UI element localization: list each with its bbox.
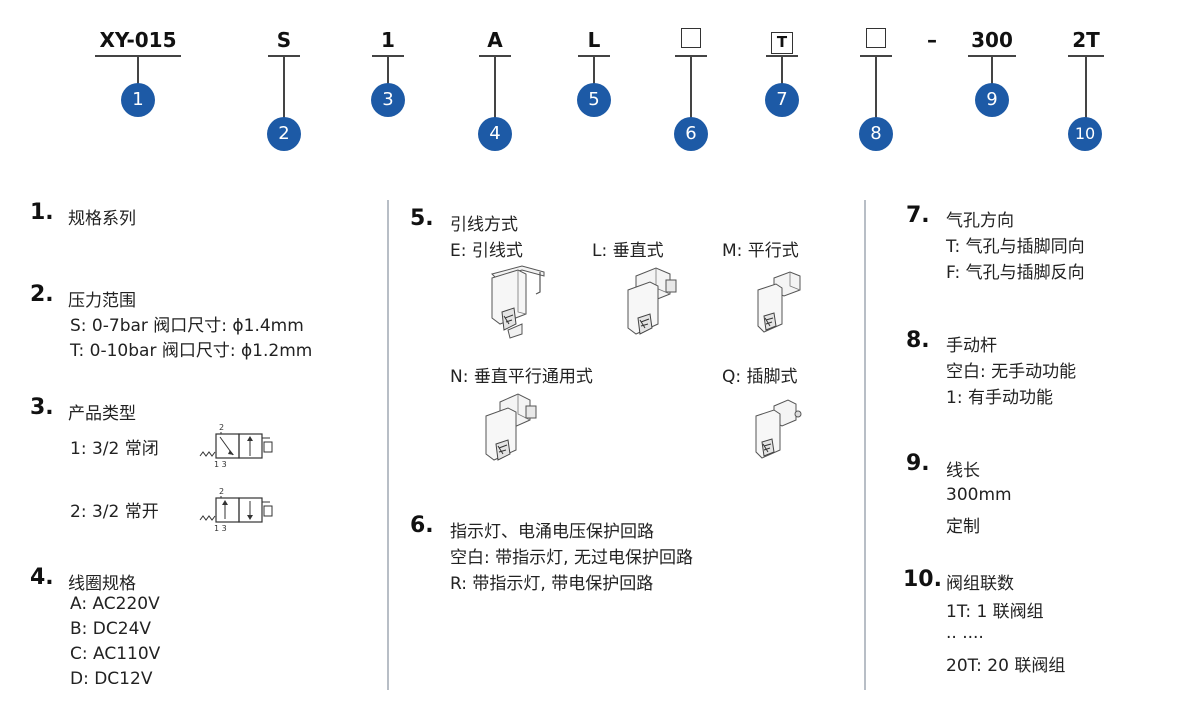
section-1-number: 1. (30, 200, 54, 225)
marker-3: 3 (371, 83, 405, 117)
section-8-number: 8. (906, 328, 930, 353)
lead-option-l: L: 垂直式 (592, 241, 664, 261)
section-3-line-1: 1: 3/2 常闭 (70, 439, 159, 459)
code-pressure: S (276, 28, 292, 52)
connector-1 (137, 55, 139, 84)
lead-option-q: Q: 插脚式 (722, 367, 798, 387)
lead-option-e: E: 引线式 (450, 241, 523, 261)
section-6-title: 指示灯、电涌电压保护回路 (450, 522, 654, 542)
marker-7: 7 (765, 83, 799, 117)
section-9-number: 9. (906, 451, 930, 476)
lead-option-m: M: 平行式 (722, 241, 799, 261)
code-length: 300 (971, 28, 1013, 52)
symbol-port-2: 2 (219, 487, 224, 496)
valve-symbol-normally-open: 2 1 3 (198, 486, 278, 533)
connector-2 (283, 55, 285, 118)
marker-5: 5 (577, 83, 611, 117)
marker-2: 2 (267, 117, 301, 151)
section-8-line-1: 空白: 无手动功能 (946, 362, 1077, 382)
symbol-port-2: 2 (219, 423, 224, 432)
divider-left (387, 200, 389, 690)
section-7-line-2: F: 气孔与插脚反向 (946, 263, 1085, 283)
section-3-title: 产品类型 (68, 404, 136, 424)
code-coil: A (487, 28, 503, 52)
section-4-number: 4. (30, 565, 54, 590)
section-9-line-2: 定制 (946, 517, 980, 537)
marker-6: 6 (674, 117, 708, 151)
connector-7 (781, 55, 783, 84)
symbol-port-1-3: 1 3 (214, 460, 227, 468)
code-manual-box (862, 28, 890, 53)
section-1-title: 规格系列 (68, 209, 136, 229)
section-2-line-1: S: 0-7bar 阀口尺寸: ϕ1.4mm (70, 316, 304, 336)
code-valve-count: 2T (1072, 28, 1100, 52)
code-lead: L (587, 28, 601, 52)
section-9-title: 线长 (946, 461, 980, 481)
section-4-line-4: D: DC12V (70, 669, 153, 689)
connector-6 (690, 55, 692, 118)
marker-4: 4 (478, 117, 512, 151)
valve-image-q (748, 394, 808, 464)
section-4-line-1: A: AC220V (70, 594, 160, 614)
marker-8: 8 (859, 117, 893, 151)
marker-10: 10 (1068, 117, 1102, 151)
connector-8 (875, 55, 877, 118)
connector-5 (593, 55, 595, 84)
section-3-line-2: 2: 3/2 常开 (70, 502, 159, 522)
connector-3 (387, 55, 389, 84)
section-4-line-2: B: DC24V (70, 619, 152, 639)
code-indicator-box (677, 28, 705, 53)
connector-4 (494, 55, 496, 118)
section-4-title: 线圈规格 (68, 574, 136, 594)
marker-9: 9 (975, 83, 1009, 117)
section-6-number: 6. (410, 513, 434, 538)
connector-10 (1085, 55, 1087, 118)
section-8-title: 手动杆 (946, 336, 997, 356)
lead-option-n: N: 垂直平行通用式 (450, 367, 593, 387)
section-6-line-1: 空白: 带指示灯, 无过电保护回路 (450, 548, 693, 568)
connector-9 (991, 55, 993, 84)
symbol-port-1-3: 1 3 (214, 524, 227, 532)
section-8-line-2: 1: 有手动功能 (946, 388, 1053, 408)
valve-image-e (482, 262, 552, 342)
valve-image-l (620, 262, 690, 342)
marker-1: 1 (121, 83, 155, 117)
section-10-line-2: .. .... (946, 623, 984, 643)
section-10-title: 阀组联数 (946, 574, 1014, 594)
divider-right (864, 200, 866, 690)
section-7-number: 7. (906, 203, 930, 228)
valve-image-m (750, 268, 810, 338)
section-3-number: 3. (30, 395, 54, 420)
code-port-direction: T (768, 28, 796, 54)
valve-symbol-normally-closed: 2 1 3 (198, 422, 278, 469)
section-7-title: 气孔方向 (946, 211, 1014, 231)
section-5-number: 5. (410, 206, 434, 231)
section-6-line-2: R: 带指示灯, 带电保护回路 (450, 574, 654, 594)
section-4-line-3: C: AC110V (70, 644, 161, 664)
section-2-number: 2. (30, 282, 54, 307)
code-dash: – (927, 28, 937, 52)
valve-image-n (478, 388, 548, 468)
section-10-number: 10. (903, 567, 942, 592)
section-7-line-1: T: 气孔与插脚同向 (946, 237, 1085, 257)
section-2-title: 压力范围 (68, 291, 136, 311)
section-10-line-3: 20T: 20 联阀组 (946, 656, 1066, 676)
section-10-line-1: 1T: 1 联阀组 (946, 602, 1044, 622)
section-2-line-2: T: 0-10bar 阀口尺寸: ϕ1.2mm (70, 341, 313, 361)
section-5-title: 引线方式 (450, 215, 518, 235)
section-9-line-1: 300mm (946, 485, 1012, 505)
code-type: 1 (381, 28, 395, 52)
code-series: XY-015 (99, 28, 177, 52)
